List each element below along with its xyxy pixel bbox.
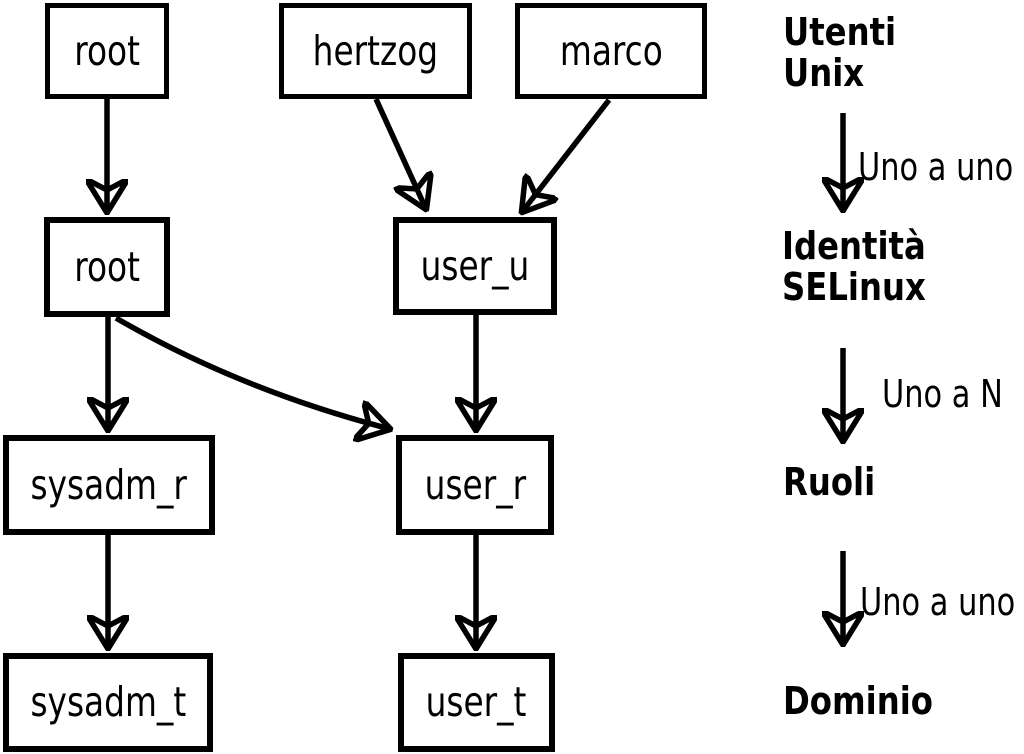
arrow-hertzog-to-user-u xyxy=(373,97,426,209)
arrow-marco-to-user-u xyxy=(522,98,612,212)
node-root-unix: root xyxy=(45,3,169,99)
node-root-unix-label: root xyxy=(74,26,140,75)
legend-dominio: Dominio xyxy=(783,679,933,723)
node-user-t: user_t xyxy=(398,653,555,752)
node-sysadm-r: sysadm_r xyxy=(3,435,215,535)
legend-identita-selinux: Identità SELinux xyxy=(782,224,926,309)
legend-utenti-unix: Utenti Unix xyxy=(783,10,897,95)
legend-rel-unix-to-identity: Uno a uno xyxy=(858,145,1014,189)
node-sysadm-r-label: sysadm_r xyxy=(30,460,188,509)
node-root-selinux-label: root xyxy=(74,242,140,291)
node-hertzog-label: hertzog xyxy=(312,26,439,75)
legend-rel-roles-to-domain: Uno a uno xyxy=(860,580,1016,624)
node-sysadm-t-label: sysadm_t xyxy=(30,678,186,726)
node-user-r-label: user_r xyxy=(424,460,526,509)
legend-ruoli: Ruoli xyxy=(783,460,876,504)
node-user-r: user_r xyxy=(396,435,554,535)
node-user-u: user_u xyxy=(393,217,557,315)
legend-rel-identity-to-roles: Uno a N xyxy=(882,372,1003,416)
node-marco: marco xyxy=(515,3,707,99)
node-marco-label: marco xyxy=(559,26,663,75)
node-hertzog: hertzog xyxy=(279,3,472,99)
node-user-t-label: user_t xyxy=(426,678,527,726)
node-user-u-label: user_u xyxy=(420,241,530,290)
node-root-selinux: root xyxy=(44,217,170,317)
arrow-root-selinux-to-user-r xyxy=(114,315,390,429)
node-sysadm-t: sysadm_t xyxy=(3,653,213,752)
